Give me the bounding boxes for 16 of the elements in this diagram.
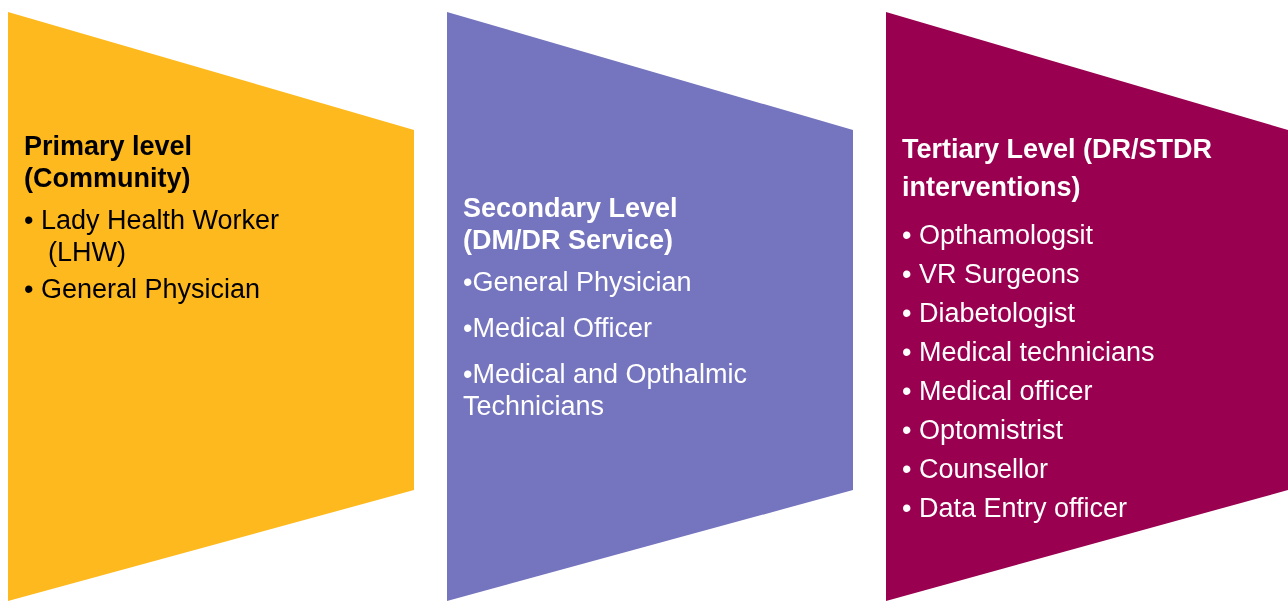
list-item: •General Physician (463, 266, 693, 298)
level-heading: Secondary Level (DM/DR Service) (463, 192, 679, 256)
list-item: • Data Entry officer (902, 492, 1129, 525)
list-item: • VR Surgeons (902, 258, 1081, 291)
level-heading: Tertiary Level (DR/STDR interventions) (902, 133, 1214, 204)
list-item: • Diabetologist (902, 297, 1077, 330)
list-item: • Medical technicians (902, 336, 1156, 369)
list-item: • Optomistrist (902, 414, 1064, 447)
list-item: • General Physician (24, 273, 262, 305)
list-item: • Counsellor (902, 453, 1050, 486)
level-heading: Primary level (Community) (24, 130, 194, 194)
list-item: •Medical Officer (463, 312, 653, 344)
list-item: • Opthamologsit (902, 219, 1095, 252)
list-item: • Medical officer (902, 375, 1094, 408)
list-item: • Lady Health Worker (LHW) (24, 204, 281, 268)
list-item: •Medical and Opthalmic Technicians (463, 358, 749, 422)
